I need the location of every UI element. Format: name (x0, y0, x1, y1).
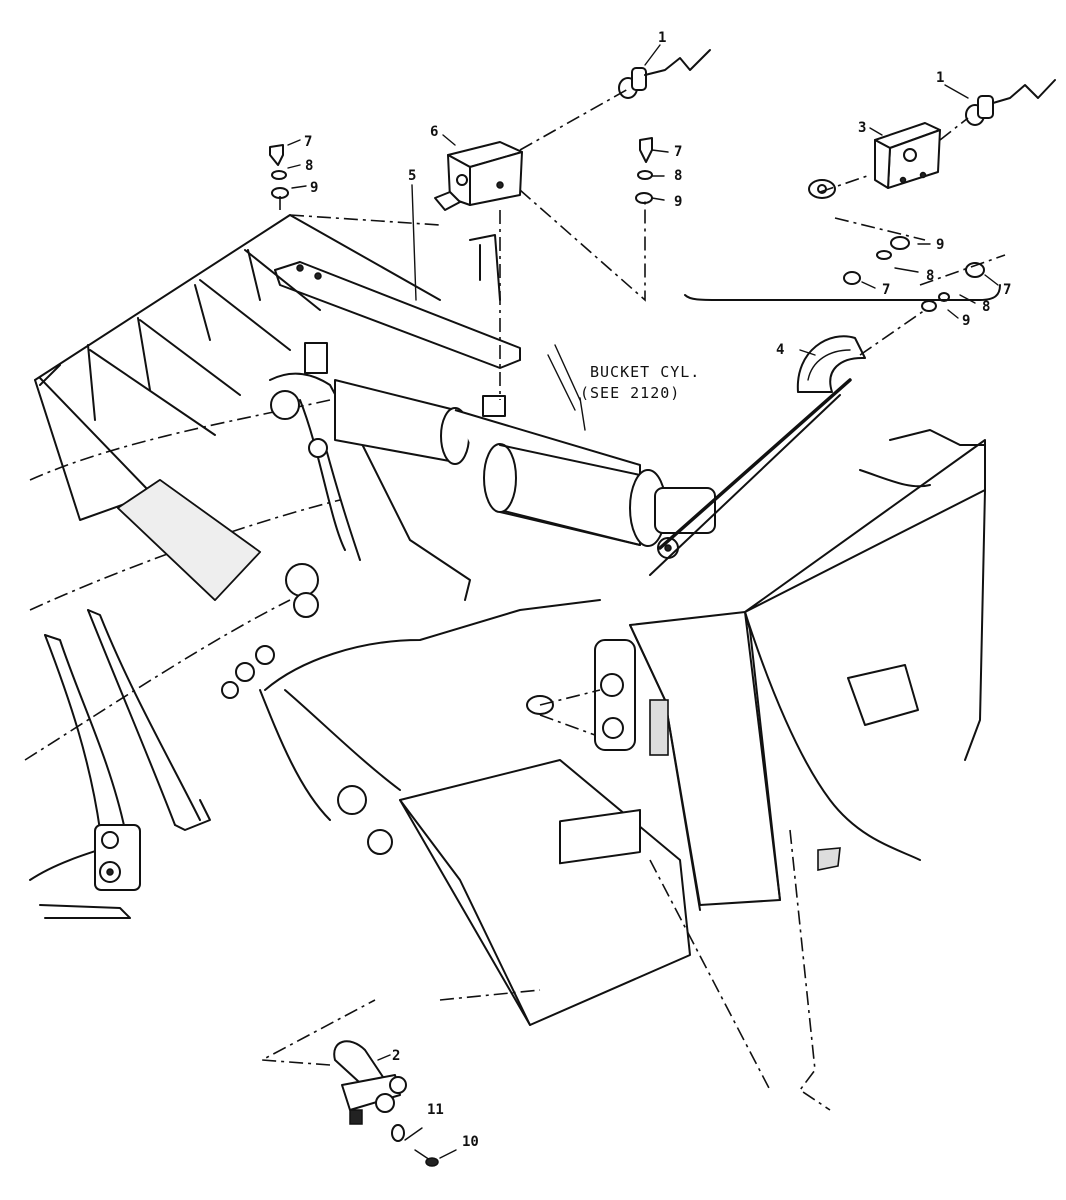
detail-cover-3 (808, 122, 941, 199)
callout-2: 2 (392, 1048, 400, 1064)
callout-10: 10 (462, 1134, 479, 1150)
callout-6: 6 (430, 124, 438, 140)
loader-frame (399, 429, 986, 1111)
callout-7-right-b: 7 (1003, 282, 1011, 298)
callout-4: 4 (776, 342, 784, 358)
callout-8-left: 8 (305, 158, 313, 174)
note-line-2: (SEE 2120) (580, 384, 680, 402)
segment-4 (796, 335, 866, 393)
callout-1-right: 1 (936, 70, 944, 86)
callout-7-left: 7 (304, 134, 312, 150)
hardware-set-right (843, 236, 985, 312)
callout-9-right-b: 9 (962, 313, 970, 329)
bucket-cylinder (334, 379, 716, 559)
callout-9-center: 9 (674, 194, 682, 210)
callout-7-center: 7 (674, 144, 682, 160)
fitting-1-right (965, 79, 1056, 126)
support-bracket-5 (274, 234, 521, 374)
note-line-1: BUCKET CYL. (590, 363, 700, 381)
hardware-set-center (635, 137, 653, 204)
cover-6 (434, 141, 523, 211)
callout-9-right-a: 9 (936, 237, 944, 253)
hardware-10-11 (391, 1124, 439, 1167)
callout-1-center: 1 (658, 30, 666, 46)
callout-9-left: 9 (310, 180, 318, 196)
callout-8-right-b: 8 (982, 299, 990, 315)
callout-5: 5 (408, 168, 416, 184)
callout-7-right-a: 7 (882, 282, 890, 298)
callout-11: 11 (427, 1102, 444, 1118)
bucket (24, 214, 441, 919)
callout-3: 3 (858, 120, 866, 136)
lift-arm-linkage (221, 372, 636, 855)
fitting-1-center (618, 49, 711, 99)
bracket-2 (333, 1040, 407, 1125)
bucket-cylinder-note: BUCKET CYL. (SEE 2120) (580, 363, 700, 402)
callout-8-center: 8 (674, 168, 682, 184)
callout-labels: 1 1 2 3 4 5 6 7 7 7 7 8 8 8 8 9 9 9 9 10… (304, 30, 1011, 1150)
callout-8-right-a: 8 (926, 268, 934, 284)
leader-lines (259, 44, 1006, 1159)
hardware-set-left (269, 144, 289, 199)
